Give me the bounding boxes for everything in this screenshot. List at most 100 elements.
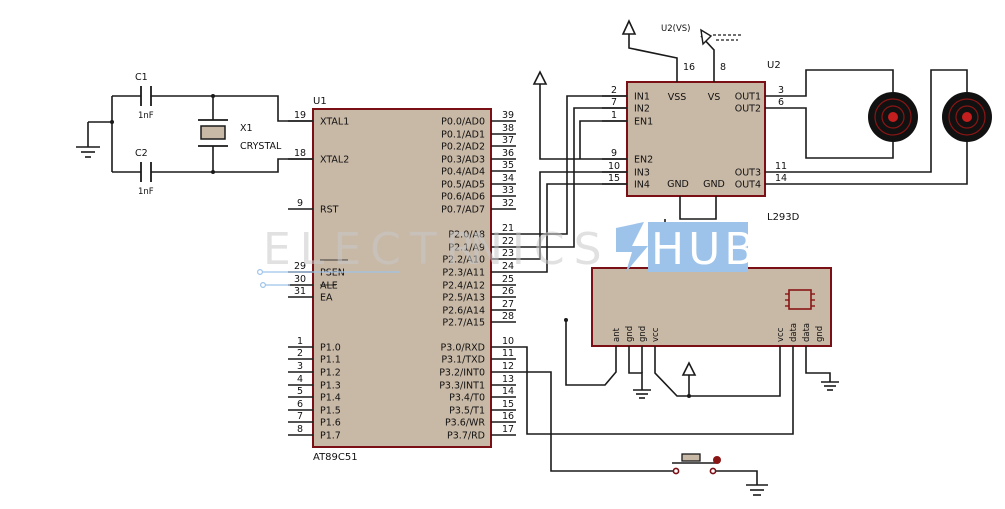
- rf-pin-name: ant: [612, 327, 622, 342]
- u2-pin-name: OUT2: [735, 104, 761, 115]
- u2-pin-name: VS: [708, 92, 721, 103]
- u2-pin-name: OUT4: [735, 180, 761, 191]
- u1-pin-number: 33: [502, 185, 514, 196]
- u2-pin-name: IN1: [634, 92, 650, 103]
- u1-pin-number: 9: [297, 198, 303, 209]
- u1-pin-name: P2.5/A13: [442, 293, 485, 304]
- u1-pin-name: P0.2/AD2: [441, 142, 485, 153]
- u1-pin-name: P2.4/A12: [442, 281, 485, 292]
- u2-pin-name: EN1: [634, 117, 653, 128]
- u1-pin-name: P1.7: [320, 431, 341, 442]
- u1-pin-name: P1.2: [320, 368, 341, 379]
- microcontroller-u1-body: [312, 108, 492, 448]
- u2-pin-number: 1: [611, 110, 617, 121]
- rf-pin-name: vcc: [776, 327, 786, 342]
- u1-pin-number: 3: [297, 361, 303, 372]
- watermark-badge-text: HUB: [651, 224, 758, 275]
- c2-ref: C2: [135, 148, 148, 159]
- u1-pin-name: EA: [320, 293, 333, 304]
- lightning-icon: [616, 222, 648, 272]
- u1-pin-number: 34: [502, 173, 514, 184]
- u1-pin-name: P0.6/AD6: [441, 192, 485, 203]
- u2-pin-number: 10: [608, 161, 620, 172]
- crystal-ref: X1: [240, 123, 253, 134]
- u1-pin-name: P0.3/AD3: [441, 155, 485, 166]
- u2-pin-number: 11: [775, 161, 787, 172]
- u1-pin-name: P1.3: [320, 381, 341, 392]
- u1-pin-name: XTAL1: [320, 117, 349, 128]
- vss-arrow-icon: [621, 19, 637, 35]
- u2-supply-label: U2(VS): [661, 24, 690, 34]
- u1-pin-number: 38: [502, 123, 514, 134]
- motor-driver-u2-body: [626, 81, 766, 197]
- u2-pin-number: 9: [611, 148, 617, 159]
- u2-pin-name: IN3: [634, 168, 650, 179]
- u1-pin-name: P3.1/TXD: [441, 355, 485, 366]
- watermark-text-part2: NICS: [470, 224, 611, 275]
- u1-pin-name: P0.1/AD1: [441, 130, 485, 141]
- u1-pin-number: 21: [502, 223, 514, 234]
- u1-pin-number: 14: [502, 386, 514, 397]
- u1-pin-name: P3.7/RD: [447, 431, 485, 442]
- watermark-logo: ELECTR NICS HUB: [263, 222, 758, 275]
- u2-pin-number: 7: [611, 97, 617, 108]
- u1-pin-number: 36: [502, 148, 514, 159]
- u1-pin-name: PSEN: [320, 268, 345, 279]
- u2-pin-number: 3: [778, 85, 784, 96]
- vs-arrow-icon: [700, 28, 713, 46]
- u1-pin-number: 1: [297, 336, 303, 347]
- u1-pin-number: 39: [502, 110, 514, 121]
- psen-ale-wires: [257, 269, 400, 289]
- u2-pin-name: IN4: [634, 180, 650, 191]
- u1-pin-number: 10: [502, 336, 514, 347]
- u1-pin-number: 5: [297, 386, 303, 397]
- u1-pin-name: P2.0/A8: [448, 230, 485, 241]
- push-button-switch: [672, 453, 721, 475]
- u1-pin-name: P2.2/A10: [442, 255, 485, 266]
- u1-pin-name: P1.4: [320, 393, 341, 404]
- u1-pin-number: 16: [502, 411, 514, 422]
- u1-pin-number: 35: [502, 160, 514, 171]
- u1-pin-name: P2.1/A9: [448, 243, 485, 254]
- rf-pin-name: gnd: [638, 326, 648, 342]
- u1-ref: U1: [313, 96, 327, 107]
- u1-pin-number: 22: [502, 236, 514, 247]
- u1-pin-name: P0.5/AD5: [441, 180, 485, 191]
- l293d-supply-wires: [621, 19, 742, 82]
- crystal-x1: [200, 125, 226, 140]
- dc-motor-1: [868, 92, 918, 142]
- u2-pin-name: GND: [703, 179, 725, 190]
- rf-pin-name: vcc: [651, 327, 661, 342]
- u1-pin-name: P0.7/AD7: [441, 205, 485, 216]
- u1-part: AT89C51: [313, 452, 358, 463]
- c2-value: 1nF: [138, 187, 154, 197]
- rf-pin-name: gnd: [815, 326, 825, 342]
- u1-pin-number: 25: [502, 274, 514, 285]
- u1-pin-name: P2.6/A14: [442, 306, 485, 317]
- u1-pin-number: 24: [502, 261, 514, 272]
- u2-ref: U2: [767, 60, 781, 71]
- u1-pin-number: 2: [297, 348, 303, 359]
- vcc-arrow-icon: [681, 361, 697, 376]
- u2-pin-number: 16: [683, 62, 695, 73]
- u1-pin-number: 12: [502, 361, 514, 372]
- motor-output-wires: [790, 69, 968, 185]
- u1-pin-number: 13: [502, 374, 514, 385]
- ground-symbol-left: [76, 146, 100, 158]
- u2-pin-name: EN2: [634, 155, 653, 166]
- chip-icon: [785, 289, 815, 310]
- u2-pin-name: GND: [667, 179, 689, 190]
- u1-pin-name: P1.0: [320, 343, 341, 354]
- u1-pin-number: 27: [502, 299, 514, 310]
- u1-pin-number: 32: [502, 198, 514, 209]
- u1-pin-number: 23: [502, 248, 514, 259]
- u1-to-rf-wires: [516, 346, 794, 496]
- watermark-badge: [648, 222, 748, 272]
- u1-pin-name: XTAL2: [320, 155, 349, 166]
- u1-pin-number: 19: [294, 110, 306, 121]
- vcc-arrow-icon: [532, 70, 548, 85]
- u1-pin-name: P3.4/T0: [449, 393, 485, 404]
- u1-pin-name: P0.4/AD4: [441, 167, 485, 178]
